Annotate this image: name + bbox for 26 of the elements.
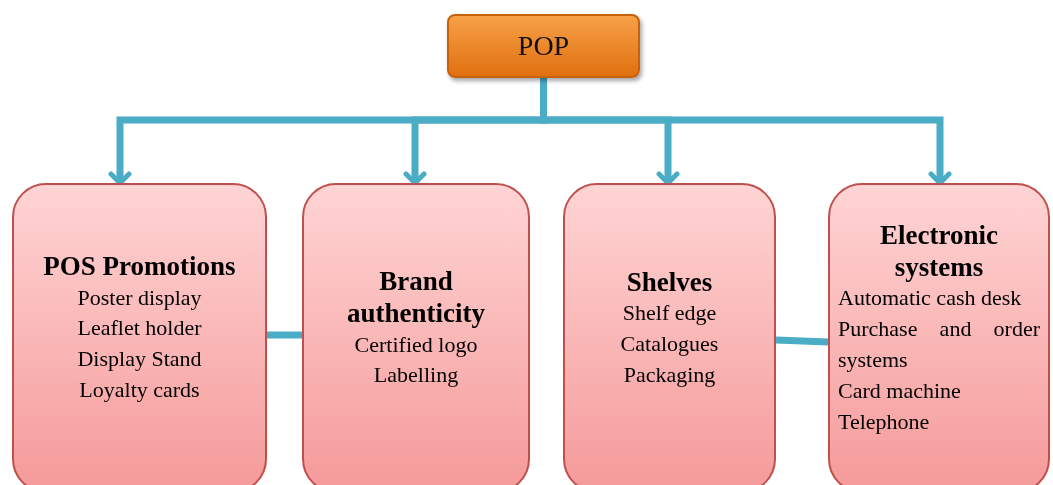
connector-line [267,331,302,339]
root-box [447,14,640,78]
list-item: Shelf edge [622,299,717,327]
list-item: Leaflet holder [77,314,202,343]
connector-line [775,336,829,346]
list-item: Poster display [77,283,202,312]
list-item: Catalogues [620,329,719,358]
card-heading: POS Promotions [43,250,236,283]
list-item: Telephone [838,407,931,436]
category-card [12,183,267,485]
list-item: Loyalty cards [79,376,200,404]
card-heading: Shelves [626,265,713,298]
arrow [540,78,952,186]
category-card [563,183,776,485]
category-card [828,183,1050,485]
category-card [302,183,530,485]
card-heading: Electronic systems [879,218,999,284]
list-item: Purchase and order systems [838,315,1040,374]
list-item: Packaging [623,360,716,389]
list-item: Certified logo [354,330,478,359]
box-title: POP [517,30,570,62]
list-item: Labelling [373,361,459,390]
card-heading: Brand authenticity [346,264,486,330]
list-item: Display Stand [77,345,202,374]
list-item: Automatic cash desk [838,284,1023,313]
list-item: Card machine [838,376,962,405]
